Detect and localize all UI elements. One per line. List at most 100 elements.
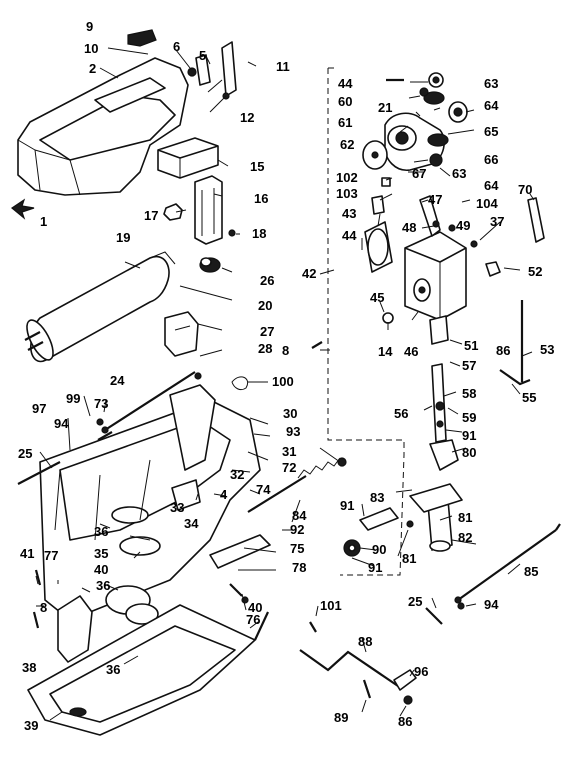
part-91-clip [359,507,399,531]
part-26-bushing [199,257,221,273]
part-70-bracket [527,197,545,243]
part-65-cap [448,101,468,123]
callout-52: 52 [528,264,542,279]
part-38-bracket [57,595,93,663]
part-39-base-plate [27,604,269,736]
part-67-cap [429,153,443,167]
callout-74: 74 [256,482,271,497]
assembly-42-boundary [327,68,405,576]
part-85-long-rod [457,529,557,601]
callout-93: 93 [286,424,300,439]
callout-97: 97 [32,401,46,416]
part-9-cap [127,29,157,47]
part-63-cap-top [428,72,444,88]
part-12-lever [221,41,237,97]
callout-90: 90 [372,542,386,557]
callout-41: 41 [20,546,34,561]
callout-78: 78 [292,560,306,575]
callout-36-a: 36 [94,524,108,539]
callout-44-b: 44 [342,228,357,243]
callout-88: 88 [358,634,372,649]
part-33-clip [171,479,201,511]
part-60-nut [419,87,429,97]
callout-8-b: 8 [40,600,47,615]
part-21-valve-body [384,112,445,171]
part-46-valve-block [404,231,467,345]
part-15-block [157,137,219,179]
callout-12: 12 [240,110,254,125]
callout-43: 43 [342,206,356,221]
callout-67: 67 [412,166,426,181]
part-78-pin [229,583,243,597]
part-80-lever [429,439,459,471]
callout-86-a: 86 [496,343,510,358]
part-48-screw [432,220,440,228]
part-86-screw [403,695,413,705]
callout-45: 45 [370,290,384,305]
part-64-ring [423,91,445,105]
part-73-rod [97,431,113,441]
callout-26: 26 [260,273,274,288]
callout-63-a: 63 [484,76,498,91]
top-cover-housing [17,57,189,196]
callout-17: 17 [144,208,158,223]
callout-21: 21 [378,100,392,115]
part-6-screw [187,67,197,77]
callout-28: 28 [258,341,272,356]
part-43-coil [364,221,393,273]
callout-77: 77 [44,548,58,563]
callout-38: 38 [22,660,36,675]
callout-33: 33 [170,500,184,515]
callout-15: 15 [250,159,264,174]
part-96-sleeve [393,669,417,691]
callout-30: 30 [283,406,297,421]
callout-76: 76 [246,612,260,627]
callout-40-b: 40 [248,600,262,615]
callout-5: 5 [199,48,206,63]
part-90-gear [343,539,361,557]
part-8-pin-right [311,341,323,349]
callout-10: 10 [84,41,98,56]
callout-40-a: 40 [94,562,108,577]
part-100-spring-clip [231,376,248,391]
part-89-pin [362,679,372,699]
part-18-screw [228,229,236,237]
part-24-rod [104,371,196,431]
callout-81-a: 81 [458,510,472,525]
part-8-pin-left [32,611,40,629]
callout-8: 8 [282,343,289,358]
callout-36-c: 36 [106,662,120,677]
part-62-diaphragm [362,140,388,170]
part-94-screw [457,602,465,610]
part-101-pin [309,621,317,633]
callout-24: 24 [110,373,125,388]
callout-1: 1 [40,214,47,229]
part-93-spring [297,457,347,479]
part-41-pin [34,569,42,586]
callout-103: 103 [336,186,358,201]
callout-47: 47 [428,192,442,207]
callout-96: 96 [414,664,428,679]
callout-27: 27 [260,324,274,339]
callout-82: 82 [458,530,472,545]
part-82-cylinder [409,483,463,552]
callout-39: 39 [24,718,38,733]
callout-66: 66 [484,152,498,167]
callout-99: 99 [66,391,80,406]
part-37-screw [470,240,478,248]
callout-19: 19 [116,230,130,245]
callout-25: 25 [18,446,32,461]
callout-56: 56 [394,406,408,421]
part-81-screw [406,520,414,528]
part-102-screw [381,177,391,187]
part-49-screw [448,224,456,232]
callout-37: 37 [490,214,504,229]
callout-64-a: 64 [484,98,499,113]
callout-70: 70 [518,182,532,197]
callout-55: 55 [522,390,536,405]
callout-60: 60 [338,94,352,109]
callout-73: 73 [94,396,108,411]
part-99-screw [96,418,104,426]
